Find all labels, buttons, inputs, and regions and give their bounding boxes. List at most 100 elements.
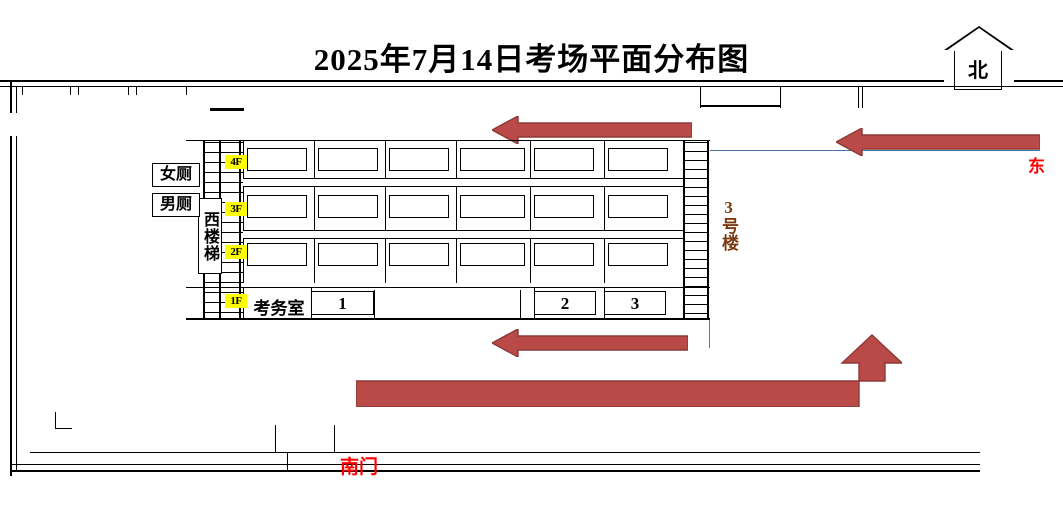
room-cell[interactable] xyxy=(247,195,307,218)
room-cell[interactable] xyxy=(318,243,378,266)
floor-2-divider xyxy=(314,238,315,283)
room-cell[interactable] xyxy=(460,195,525,218)
boundary-wall-west-outer xyxy=(10,136,12,476)
room-cell[interactable] xyxy=(389,195,449,218)
east-stairwell xyxy=(683,140,709,318)
floor-1-divider xyxy=(374,290,375,318)
direction-label-east: 东 xyxy=(1028,157,1045,176)
route-arrow-elbow xyxy=(356,333,902,407)
north-compass: 北 xyxy=(944,26,1014,90)
room-2-cell[interactable] xyxy=(534,291,596,315)
compass-label: 北 xyxy=(968,60,988,82)
room-cell[interactable] xyxy=(534,243,594,266)
exam-office-label: 考务室 xyxy=(253,299,305,318)
wall-tick xyxy=(136,86,137,95)
floor-4-bottom-edge xyxy=(243,178,683,179)
boundary-wall-north-outer-right xyxy=(1014,80,1063,82)
building-name-label: 3号楼 xyxy=(719,198,738,251)
building-top-edge xyxy=(186,140,710,141)
boundary-wall-south-outer xyxy=(10,470,980,472)
wall-tick xyxy=(78,86,79,95)
floor-2-top-edge xyxy=(243,238,683,239)
room-cell[interactable] xyxy=(534,148,594,171)
floor-4-divider xyxy=(604,140,605,178)
floor-chip-2f: 2F xyxy=(225,245,247,259)
west-stair-label: 西楼梯 xyxy=(198,198,222,274)
boundary-wall-north-inner-2 xyxy=(700,86,1014,87)
north-marker-dash xyxy=(210,108,244,111)
north-structure-base xyxy=(700,105,780,107)
floor-2-divider xyxy=(604,238,605,283)
room-cell[interactable] xyxy=(534,195,594,218)
boundary-wall-north-outer xyxy=(0,80,944,82)
north-structure-edge xyxy=(780,86,781,108)
boundary-wall-west-inner-top xyxy=(16,86,17,113)
north-structure-edge xyxy=(862,86,863,108)
north-arrow-icon-inner xyxy=(946,28,1012,51)
boundary-wall-south-inner xyxy=(30,452,980,453)
floor-1-divider xyxy=(520,290,521,318)
room-cell[interactable] xyxy=(247,148,307,171)
floor-chip-1f: 1F xyxy=(225,294,247,308)
room-cell[interactable] xyxy=(389,148,449,171)
room-cell[interactable] xyxy=(460,243,525,266)
floor-4-divider xyxy=(314,140,315,178)
wall-tick xyxy=(70,86,71,95)
wall-tick xyxy=(186,86,187,95)
floor-chip-3f: 3F xyxy=(225,202,247,216)
boundary-wall-north-inner xyxy=(0,86,700,87)
room-3-cell[interactable] xyxy=(604,291,666,315)
floor-3-divider xyxy=(385,186,386,230)
boundary-wall-west-inner xyxy=(16,136,17,470)
floor-3-divider xyxy=(314,186,315,230)
building-southwest-edge xyxy=(186,318,243,320)
boundary-wall-west-outer-top xyxy=(10,80,12,113)
corner-mark-h xyxy=(55,428,72,429)
room-cell[interactable] xyxy=(608,195,668,218)
south-structure-edge xyxy=(275,425,276,453)
room-cell[interactable] xyxy=(318,148,378,171)
room-cell[interactable] xyxy=(318,195,378,218)
direction-label-south-gate: 南门 xyxy=(340,457,379,478)
route-arrow-bottom-mid xyxy=(492,329,688,357)
wall-tick xyxy=(22,86,23,95)
boundary-wall-north-inner-right xyxy=(1014,86,1063,87)
route-arrow-top-right xyxy=(836,128,1040,156)
room-3-label: 3 xyxy=(630,294,640,313)
floor-3-top-edge xyxy=(243,186,683,187)
room-1-cell[interactable] xyxy=(311,291,374,315)
floor-3-bottom-edge xyxy=(243,230,683,231)
north-structure-edge xyxy=(700,86,701,108)
floor-4-divider xyxy=(530,140,531,178)
room-cell[interactable] xyxy=(608,243,668,266)
floor-chip-4f: 4F xyxy=(225,155,247,169)
floor-3-divider xyxy=(530,186,531,230)
east-corridor-guide-line xyxy=(710,150,1040,151)
room-2-label: 2 xyxy=(560,294,570,313)
floor-4-divider xyxy=(456,140,457,178)
room-cell[interactable] xyxy=(389,243,449,266)
floor-3-divider xyxy=(604,186,605,230)
route-tick-red xyxy=(709,320,710,348)
boundary-wall-south-mid xyxy=(10,464,980,465)
route-arrow-top-left xyxy=(492,116,692,144)
womens-toilet-label: 女厕 xyxy=(152,163,200,187)
south-gate-edge xyxy=(287,452,288,470)
floor-4-divider xyxy=(385,140,386,178)
floor-2-divider xyxy=(385,238,386,283)
building-bottom-edge xyxy=(186,318,710,320)
south-structure-edge xyxy=(334,425,335,453)
room-1-label: 1 xyxy=(338,294,347,313)
first-floor-top-edge xyxy=(186,287,710,288)
room-cell[interactable] xyxy=(247,243,307,266)
mens-toilet-label: 男厕 xyxy=(152,193,200,217)
north-structure-edge xyxy=(858,86,859,108)
page-title: 2025年7月14日考场平面分布图 xyxy=(313,42,750,77)
floor-3-divider xyxy=(456,186,457,230)
floor-2-divider xyxy=(456,238,457,283)
wall-tick xyxy=(128,86,129,95)
room-cell[interactable] xyxy=(608,148,668,171)
room-cell[interactable] xyxy=(460,148,525,171)
floor-2-divider xyxy=(530,238,531,283)
